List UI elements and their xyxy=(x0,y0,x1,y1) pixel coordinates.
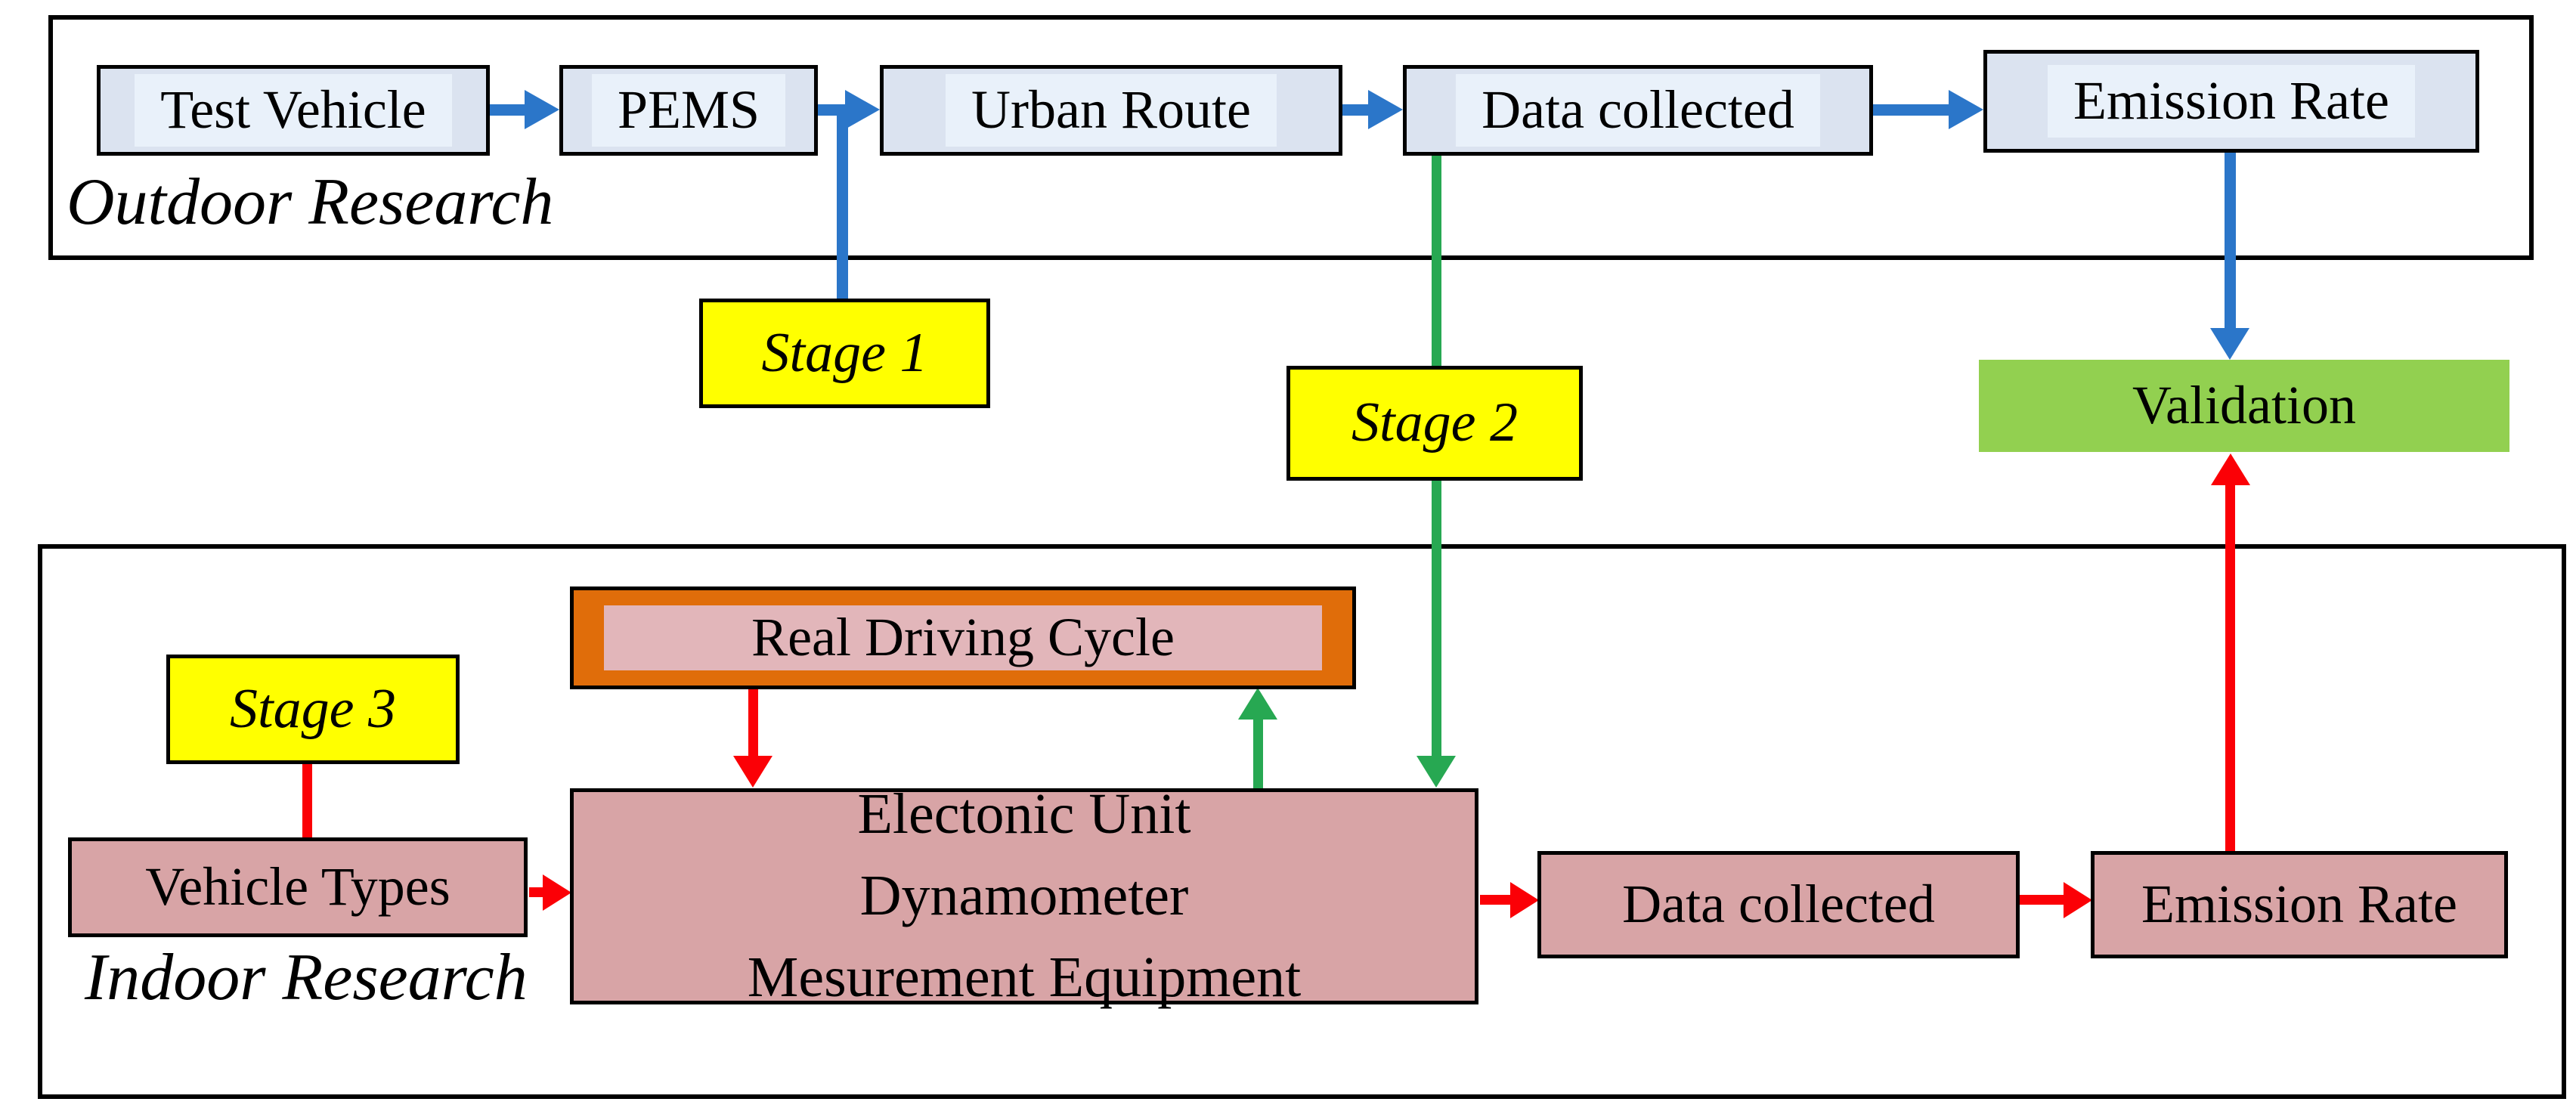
node-emission-rate-indoor: Emission Rate xyxy=(2091,851,2508,958)
node-test-vehicle-label: Test Vehicle xyxy=(135,74,452,147)
node-real-driving-cycle-inner: Real Driving Cycle xyxy=(604,605,1322,670)
node-vehicle-types-label: Vehicle Types xyxy=(145,856,450,918)
node-stage-1-label: Stage 1 xyxy=(761,321,928,384)
indoor-research-container xyxy=(38,544,2566,1099)
arrow-data-collected-to-emission-rate-head xyxy=(1949,90,1983,129)
node-test-vehicle: Test Vehicle xyxy=(97,65,490,156)
node-stage-1: Stage 1 xyxy=(699,299,990,408)
arrow-electronic-unit-to-data-collected-head xyxy=(1510,882,1539,918)
node-validation: Validation xyxy=(1979,360,2509,452)
node-electronic-unit-line3: Mesurement Equipment xyxy=(747,945,1302,1009)
node-electronic-unit: Electonic Unit Dynamometer Mesurement Eq… xyxy=(570,782,1478,1009)
indoor-research-label: Indoor Research xyxy=(85,941,528,1014)
arrow-real-driving-cycle-to-electronic-unit xyxy=(748,688,758,757)
arrow-emission-rate-indoor-to-validation-head xyxy=(2211,453,2250,485)
node-validation-label: Validation xyxy=(2132,375,2356,436)
arrow-real-driving-cycle-to-electronic-unit-head xyxy=(733,756,772,788)
arrow-electronic-unit-to-real-driving-cycle xyxy=(1253,718,1263,788)
node-electronic-unit-text: Electonic Unit Dynamometer Mesurement Eq… xyxy=(748,774,1301,1019)
arrow-data-collected-to-emission-rate-indoor xyxy=(2020,895,2067,905)
arrow-electronic-unit-to-real-driving-cycle-head xyxy=(1238,688,1277,720)
node-emission-rate-outdoor-label: Emission Rate xyxy=(2048,65,2415,138)
arrow-electronic-unit-to-data-collected xyxy=(1480,895,1513,905)
arrow-test-vehicle-to-pems-head xyxy=(525,90,559,129)
node-data-collected-indoor: Data collected xyxy=(1537,851,2020,958)
node-data-collected-outdoor: Data collected xyxy=(1403,65,1873,156)
node-electronic-unit-line1: Electonic Unit xyxy=(857,782,1191,846)
node-pems-label: PEMS xyxy=(591,74,786,147)
node-stage-3-label: Stage 3 xyxy=(230,677,396,740)
arrow-pems-to-urban-route-head xyxy=(845,90,880,129)
arrow-urban-route-to-data-collected xyxy=(1342,104,1371,116)
node-urban-route-label: Urban Route xyxy=(946,74,1277,147)
arrow-emission-rate-to-validation xyxy=(2225,150,2236,330)
connector-stage-3-to-vehicle-types xyxy=(302,762,312,837)
arrow-data-collected-to-emission-rate-indoor-head xyxy=(2064,882,2092,918)
node-vehicle-types: Vehicle Types xyxy=(68,837,528,937)
node-real-driving-cycle: Real Driving Cycle xyxy=(570,586,1356,689)
node-stage-3: Stage 3 xyxy=(166,655,460,764)
node-stage-2: Stage 2 xyxy=(1286,366,1583,481)
node-real-driving-cycle-label: Real Driving Cycle xyxy=(751,607,1175,668)
arrow-urban-route-to-data-collected-head xyxy=(1368,90,1403,129)
connector-to-stage-1 xyxy=(837,110,848,299)
node-pems: PEMS xyxy=(559,65,818,156)
node-electronic-unit-line2: Dynamometer xyxy=(859,864,1189,928)
node-emission-rate-indoor-label: Emission Rate xyxy=(2141,874,2457,935)
outdoor-research-label: Outdoor Research xyxy=(67,166,554,239)
arrow-data-collected-to-emission-rate xyxy=(1873,104,1952,116)
node-data-collected-outdoor-label: Data collected xyxy=(1456,74,1820,147)
node-urban-route: Urban Route xyxy=(880,65,1342,156)
outdoor-research-container xyxy=(48,15,2534,260)
arrow-emission-rate-to-validation-head xyxy=(2210,328,2249,360)
arrow-emission-rate-indoor-to-validation xyxy=(2225,484,2235,851)
node-stage-2-label: Stage 2 xyxy=(1351,392,1518,454)
node-data-collected-indoor-label: Data collected xyxy=(1622,874,1935,935)
arrow-vehicle-types-to-electronic-unit-head xyxy=(543,874,571,911)
arrow-test-vehicle-to-pems xyxy=(490,104,529,116)
arrow-data-collected-to-electronic-unit-head xyxy=(1416,756,1456,788)
node-emission-rate-outdoor: Emission Rate xyxy=(1983,50,2479,153)
